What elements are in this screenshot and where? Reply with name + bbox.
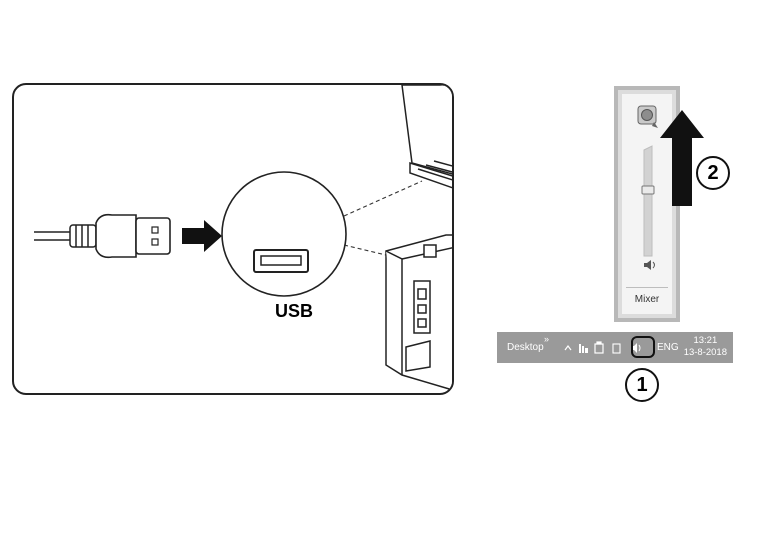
callout-2: 2	[696, 156, 730, 190]
usb-cable-strain-relief	[69, 224, 97, 248]
clock-date: 13-8-2018	[683, 347, 727, 358]
desktop-tower-illustration	[385, 234, 452, 391]
battery-icon	[594, 341, 604, 354]
insert-arrow	[182, 220, 222, 252]
usb-plug	[95, 213, 137, 259]
mixer-link[interactable]: Mixer	[634, 294, 660, 305]
usb-port-zoom-circle	[221, 171, 347, 297]
volume-popup-body: Mixer	[622, 94, 672, 314]
volume-slider[interactable]	[641, 145, 655, 257]
zoom-leader-lines	[343, 180, 423, 256]
mixer-separator	[626, 287, 668, 288]
show-hidden-icons-icon	[564, 345, 572, 351]
toolbar-chevron[interactable]: »	[544, 334, 550, 344]
language-indicator[interactable]: ENG	[657, 342, 679, 353]
speaker-device-icon	[637, 105, 658, 128]
tray-icons	[564, 341, 641, 354]
volume-tray-highlight[interactable]	[631, 336, 655, 358]
volume-popup-graphics	[637, 105, 658, 270]
usb-illustration	[34, 85, 452, 391]
usb-connection-panel: USB	[12, 83, 454, 395]
taskbar-desktop-toolbar[interactable]: Desktop	[507, 342, 544, 353]
up-arrow	[660, 110, 704, 206]
usb-plug-metal-tip	[135, 217, 171, 255]
action-center-icon	[612, 343, 621, 354]
volume-popup: Mixer	[614, 86, 680, 322]
volume-tray-icon	[632, 343, 641, 353]
network-icon	[579, 344, 588, 353]
volume-slider-thumb	[641, 185, 655, 195]
clock-time: 13:21	[693, 335, 718, 346]
callout-1: 1	[625, 368, 659, 402]
laptop-illustration	[401, 85, 452, 189]
usb-cable	[34, 231, 72, 241]
clock[interactable]: 13:21 13-8-2018	[684, 335, 727, 359]
speaker-icon	[644, 260, 655, 270]
usb-label: USB	[274, 301, 313, 321]
taskbar: Desktop » ENG 13:21 13-8-2018	[497, 332, 733, 363]
